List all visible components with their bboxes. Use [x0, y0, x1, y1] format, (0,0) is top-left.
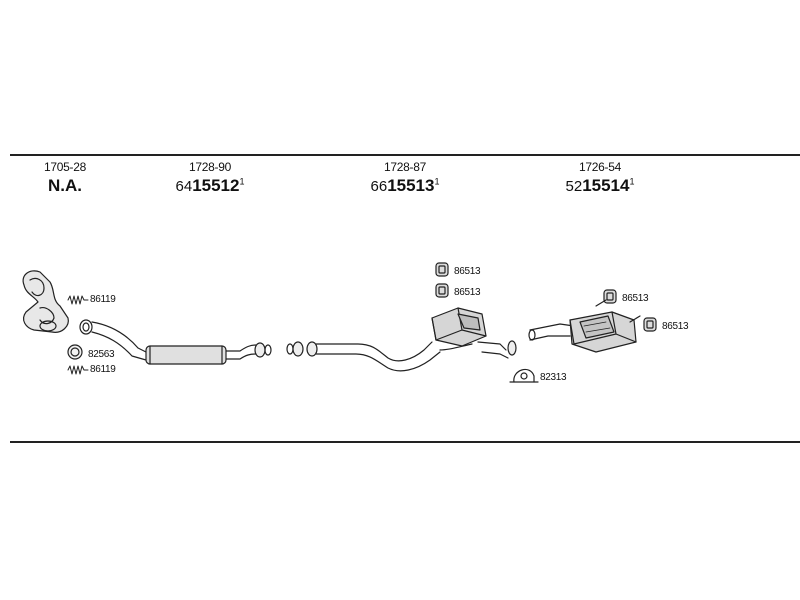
- article-number: 64155121: [150, 176, 270, 196]
- article-prefix: 64: [175, 178, 193, 195]
- center-silencer-drawing: [286, 307, 517, 372]
- article-main: 15512: [192, 176, 240, 195]
- sealing-ring-label: 82563: [88, 349, 115, 360]
- rubber-hanger-icon: [435, 262, 449, 277]
- spring-bolt-label-2: 86119: [90, 364, 116, 375]
- rubber-hanger-icon: [603, 289, 617, 304]
- article-main: N.A.: [48, 176, 82, 195]
- oe-number: 1728-90: [189, 160, 231, 174]
- part-column-rear-silencer: 1726-54 52155141: [540, 160, 660, 196]
- part-column-front-pipe: 1705-28 N.A.: [25, 160, 105, 196]
- rubber-hanger-icon: [435, 283, 449, 298]
- article-number: 52155141: [540, 176, 660, 196]
- rubber-hanger-icon: [643, 317, 657, 332]
- article-number: 66155131: [345, 176, 465, 196]
- pipe-clamp-icon: [509, 368, 539, 383]
- rear-silencer-drawing: [528, 299, 641, 353]
- article-number: N.A.: [25, 176, 105, 196]
- top-divider: [10, 154, 800, 156]
- rubber-hanger-label-c: 86513: [622, 293, 649, 304]
- sealing-ring-icon: [67, 344, 83, 360]
- spring-bolt-icon: [67, 295, 89, 305]
- rubber-hanger-label-b: 86513: [454, 287, 481, 298]
- article-prefix: 52: [565, 178, 583, 195]
- bottom-divider: [10, 441, 800, 443]
- spring-bolt-label: 86119: [90, 294, 116, 305]
- oe-number: 1726-54: [579, 160, 621, 174]
- article-suffix: 1: [239, 176, 245, 187]
- oe-number: 1728-87: [384, 160, 426, 174]
- front-pipe-drawing: [22, 270, 69, 333]
- spring-bolt-icon: [67, 365, 89, 375]
- rubber-hanger-label-a: 86513: [454, 266, 481, 277]
- rubber-hanger-label-d: 86513: [662, 321, 689, 332]
- oe-number: 1705-28: [44, 160, 86, 174]
- middle-silencer-drawing: [79, 319, 272, 365]
- article-main: 15513: [387, 176, 435, 195]
- article-suffix: 1: [629, 176, 635, 187]
- article-suffix: 1: [434, 176, 440, 187]
- article-prefix: 66: [370, 178, 388, 195]
- part-column-center-silencer: 1728-87 66155131: [345, 160, 465, 196]
- part-column-middle-silencer: 1728-90 64155121: [150, 160, 270, 196]
- article-main: 15514: [582, 176, 630, 195]
- pipe-clamp-label: 82313: [540, 372, 567, 383]
